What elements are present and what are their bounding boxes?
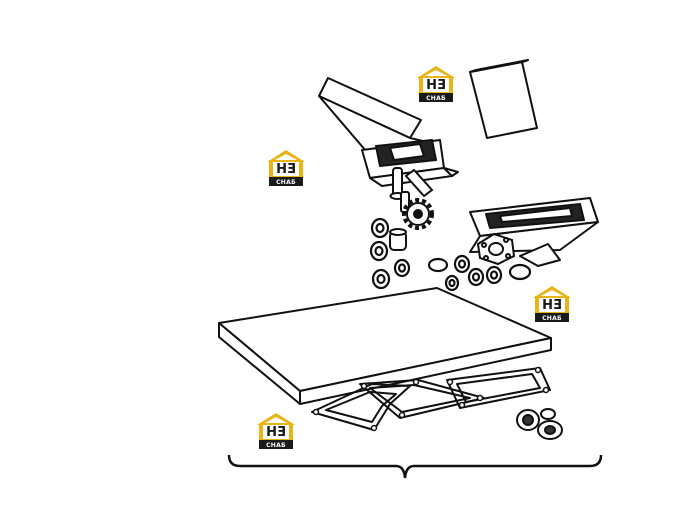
washers-right [427, 254, 532, 292]
flange-gasket [476, 232, 516, 266]
bottom-brace [227, 454, 603, 479]
brand-logo: HƎ СНАБ [257, 413, 295, 449]
svg-text:HƎ: HƎ [276, 162, 296, 177]
svg-text:СНАБ: СНАБ [542, 315, 562, 322]
svg-text:HƎ: HƎ [266, 425, 286, 440]
frame-gaskets [311, 367, 551, 431]
svg-text:СНАБ: СНАБ [276, 179, 296, 186]
brand-logo: HƎ СНАБ [533, 286, 571, 322]
closed-box [469, 59, 538, 139]
washers-left [369, 217, 411, 290]
svg-text:HƎ: HƎ [426, 78, 446, 93]
svg-text:СНАБ: СНАБ [426, 95, 446, 102]
brand-logo: HƎ СНАБ [417, 66, 455, 102]
bushing [389, 228, 407, 251]
open-box-right [469, 197, 599, 267]
brand-logo: HƎ СНАБ [267, 150, 305, 186]
gear [402, 198, 434, 230]
frame-gasket-holes [312, 366, 550, 432]
svg-text:СНАБ: СНАБ [266, 442, 286, 449]
bearings [516, 408, 563, 440]
open-box-top [318, 77, 459, 187]
shaft-parts [389, 167, 434, 213]
svg-text:HƎ: HƎ [542, 298, 562, 313]
